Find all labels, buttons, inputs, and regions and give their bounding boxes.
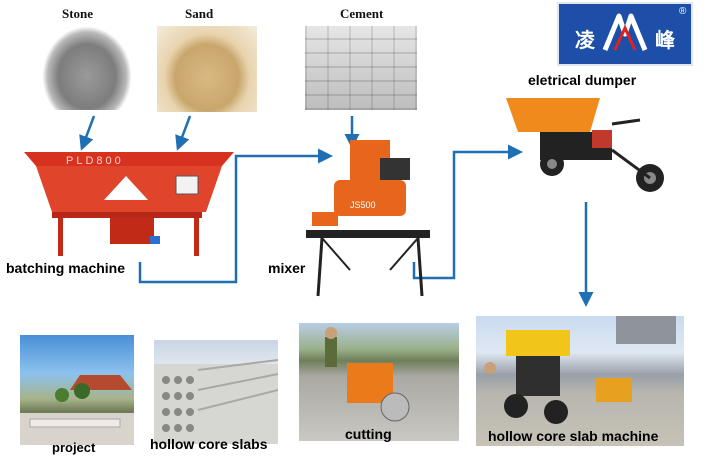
- hollow-core-slabs-label: hollow core slabs: [150, 436, 267, 452]
- arrow-mixer-to-dumper: [414, 152, 520, 278]
- dumper-illustration: [506, 98, 664, 192]
- batching-plate-text: PLD800: [66, 155, 124, 167]
- cutting-photo: [299, 323, 459, 441]
- cutting-label: cutting: [345, 426, 392, 442]
- mixer-illustration: [306, 140, 430, 296]
- hollow-core-slab-machine-label: hollow core slab machine: [488, 428, 658, 444]
- hollow-core-slab-machine-photo: [476, 316, 684, 446]
- hollow-core-slabs-photo: [154, 340, 278, 444]
- mixer-plate-text: JS500: [350, 200, 376, 210]
- batching-machine-label: batching machine: [6, 260, 125, 276]
- project-photo: [20, 335, 134, 445]
- arrow-sand-to-batching: [178, 116, 190, 148]
- slab-machine-scene: [476, 316, 684, 446]
- mixer-label: mixer: [268, 260, 305, 276]
- cutting-scene: [299, 323, 459, 441]
- arrow-stone-to-batching: [82, 116, 94, 148]
- batching-machine-illustration: [24, 152, 234, 256]
- project-label: project: [52, 440, 95, 455]
- slabs-scene: [154, 340, 278, 444]
- project-scene: [20, 335, 134, 445]
